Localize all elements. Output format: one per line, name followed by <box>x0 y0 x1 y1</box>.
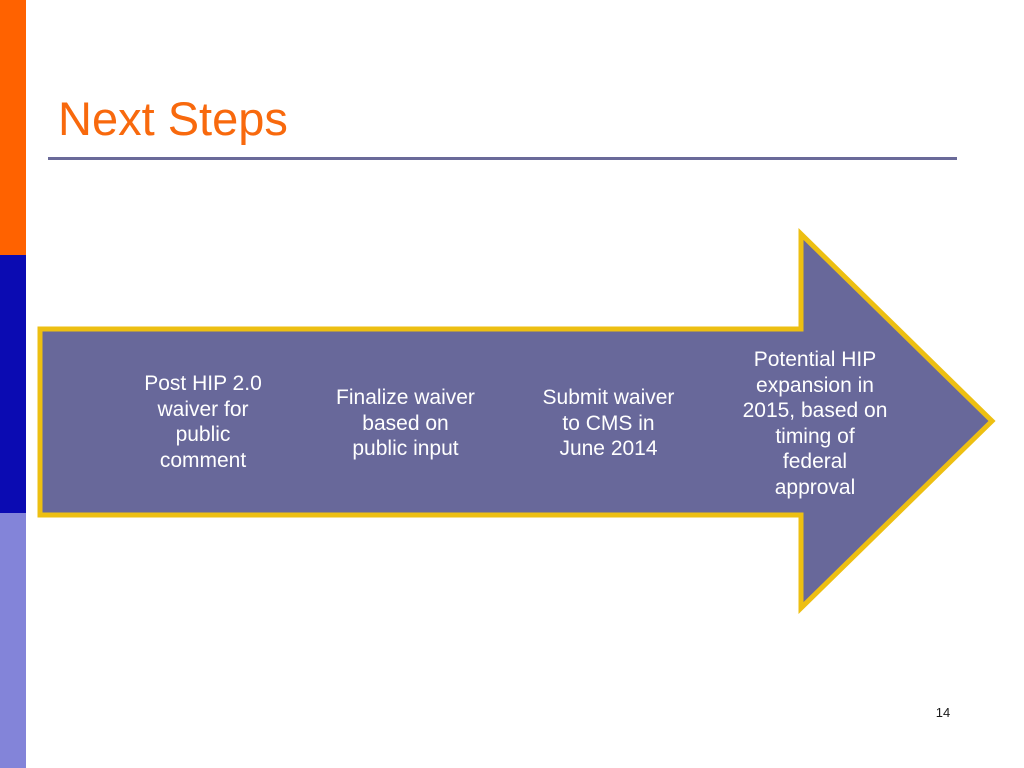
sidebar-block-blue <box>0 255 26 513</box>
arrow-step-2-line: public input <box>352 437 459 460</box>
sidebar-block-periwinkle <box>0 513 26 768</box>
arrow-step-4-line: expansion in <box>756 373 874 397</box>
arrow-step-3-text: Submit waiver to CMS in June 2014 <box>526 385 691 462</box>
process-arrow-polygon <box>37 228 996 614</box>
title-underline <box>48 157 957 160</box>
arrow-step-4-line: Potential HIP <box>753 348 877 371</box>
arrow-step-1-line: public <box>175 423 231 446</box>
arrow-step-1-line: comment <box>159 448 247 472</box>
arrow-step-3-line: June 2014 <box>559 437 658 460</box>
arrow-step-3-line: Submit waiver <box>542 386 675 409</box>
page-number: 14 <box>935 705 951 720</box>
sidebar-block-orange <box>0 0 26 255</box>
arrow-step-4-line: approval <box>774 475 856 499</box>
arrow-step-2-line: based on <box>362 411 449 435</box>
arrow-step-4-line: 2015, based on <box>742 399 888 422</box>
arrow-step-3-line: to CMS in <box>562 411 655 435</box>
sidebar-accent-bar <box>0 0 26 768</box>
arrow-step-1-line: Post HIP 2.0 <box>144 372 262 395</box>
arrow-step-1-text: Post HIP 2.0 waiver for public comment <box>120 371 286 473</box>
arrow-step-1-line: waiver for <box>157 397 249 421</box>
arrow-step-4-text: Potential HIP expansion in 2015, based o… <box>727 347 903 500</box>
arrow-step-2-text: Finalize waiver based on public input <box>323 385 488 462</box>
arrow-step-4-line: federal <box>782 450 848 473</box>
arrow-step-4-line: timing of <box>775 424 855 448</box>
slide-title: Next Steps <box>58 92 288 145</box>
arrow-step-2-line: Finalize waiver <box>336 386 475 409</box>
